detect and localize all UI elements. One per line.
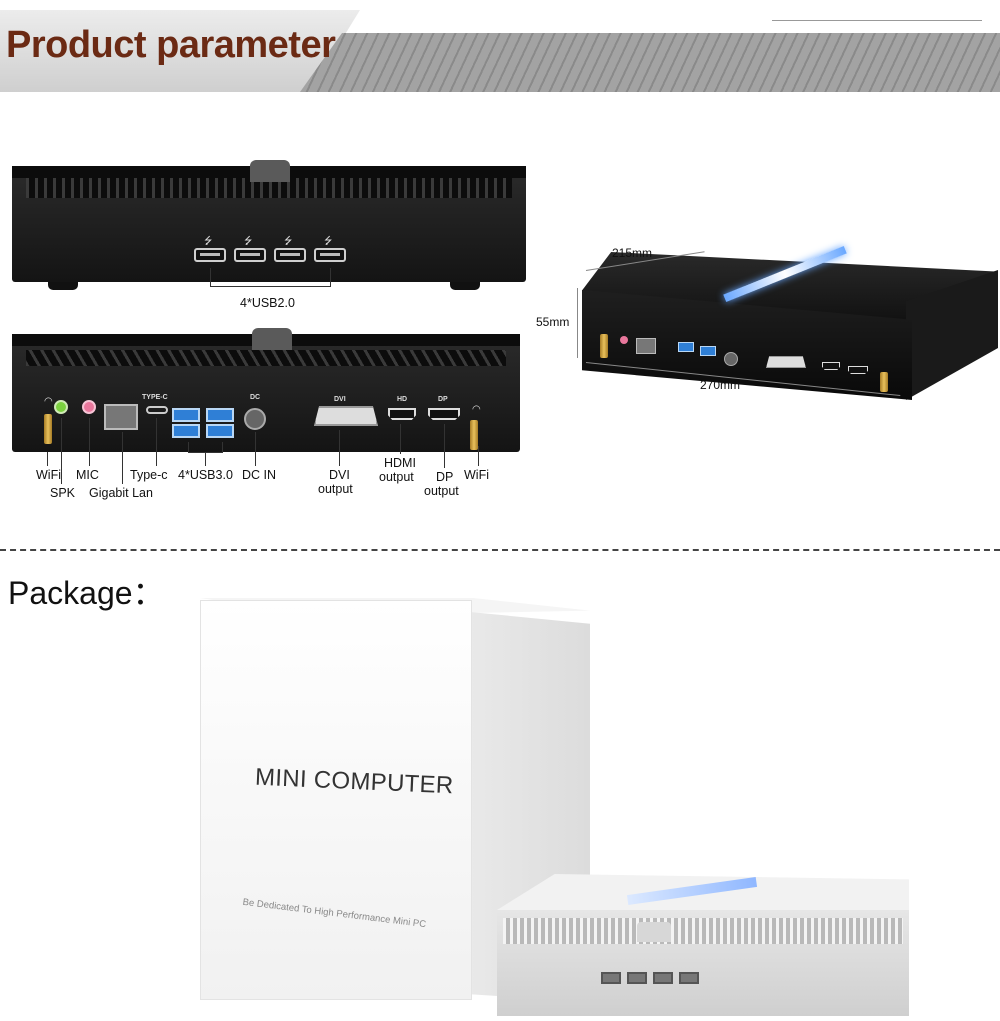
- wifi-icon: ◠: [472, 404, 481, 415]
- wifi-antenna-left: [44, 414, 52, 444]
- usb-icon: ⭍: [204, 236, 213, 247]
- banner-stripes: [300, 33, 1000, 92]
- rear-bump: [252, 328, 292, 350]
- package-title: Package：: [8, 575, 165, 611]
- lan-port: [104, 404, 138, 430]
- white-pc-usb-port: [627, 972, 647, 984]
- usb3-label: 4*USB3.0: [178, 468, 233, 482]
- section-divider: [0, 549, 1000, 551]
- usb-icon: ⭍: [284, 236, 293, 247]
- wifi-antenna-right: [470, 420, 478, 450]
- typec-label: Type-c: [130, 468, 168, 482]
- hd-marking: HD: [397, 396, 408, 403]
- usb3-port-3: [206, 408, 234, 422]
- iso-hdmi-port: [822, 362, 840, 370]
- white-pc-usb-port: [679, 972, 699, 984]
- front-bump: [250, 160, 290, 182]
- dc-jack: [244, 408, 266, 430]
- usb-icon: ⭍: [324, 236, 333, 247]
- dvi-marking: DVI: [334, 396, 346, 403]
- iso-antenna-right: [880, 372, 888, 392]
- front-vents: [26, 178, 512, 198]
- wifi-right-label: WiFi: [464, 468, 489, 482]
- banner-rule: [772, 20, 982, 21]
- dvi-output-label: output: [318, 482, 353, 496]
- dp-marking: DP: [438, 396, 448, 403]
- wifi-left-label: WiFi: [36, 468, 61, 482]
- rear-vents: [26, 350, 506, 366]
- iso-dc-jack: [724, 352, 738, 366]
- usb2-port-2: [234, 248, 266, 262]
- usb3-port-1: [172, 408, 200, 422]
- usb2-label: 4*USB2.0: [240, 296, 295, 310]
- dc-in-label: DC IN: [242, 468, 277, 482]
- spk-jack: [54, 400, 68, 414]
- spk-label: SPK: [50, 486, 76, 500]
- iso-antenna-left: [600, 334, 608, 358]
- iso-jack: [620, 336, 628, 344]
- typec-port: [146, 406, 168, 414]
- iso-lan-port: [636, 338, 656, 354]
- dvi-label: DVI: [329, 468, 350, 482]
- dvi-port: [314, 406, 378, 426]
- dp-label: DP: [436, 470, 454, 484]
- banner-plate: [0, 10, 360, 92]
- iso-dvi-port: [766, 356, 806, 368]
- iso-usb3-port: [700, 346, 716, 356]
- mic-jack: [82, 400, 96, 414]
- hdmi-port: [388, 408, 416, 420]
- package-box-front: [200, 600, 472, 1000]
- typec-marking: TYPE-C: [142, 394, 168, 401]
- mic-label: MIC: [76, 468, 99, 482]
- white-pc-usb-port: [653, 972, 673, 984]
- usb2-port-1: [194, 248, 226, 262]
- depth-dimension: 215mm: [612, 246, 653, 260]
- usb2-port-4: [314, 248, 346, 262]
- usb2-port-3: [274, 248, 306, 262]
- wifi-icon: ◠: [44, 396, 53, 407]
- height-dimension: 55mm: [536, 315, 570, 329]
- iso-usb3-port: [678, 342, 694, 352]
- usb-icon: ⭍: [244, 236, 253, 247]
- white-pc-vents: [503, 918, 903, 944]
- dp-port: [428, 408, 460, 420]
- rear-panel-device: TYPE-C DC DVI HD DP ◠ ◠: [12, 328, 520, 452]
- width-dimension: 270mm: [700, 378, 741, 392]
- iso-dp-port: [848, 366, 868, 374]
- hdmi-label: HDMI: [384, 456, 416, 470]
- page-title: Product parameter: [6, 24, 336, 66]
- usb3-port-4: [206, 424, 234, 438]
- dp-output-label: output: [424, 484, 459, 498]
- gigabit-lan-label: Gigabit Lan: [89, 486, 153, 500]
- white-pc-usb-port: [601, 972, 621, 984]
- hdmi-output-label: output: [379, 470, 414, 484]
- foot: [48, 282, 78, 290]
- usb3-port-2: [172, 424, 200, 438]
- white-pc-bump: [637, 922, 671, 942]
- white-mini-pc: [497, 874, 909, 1016]
- header-banner: Product parameter: [0, 0, 1000, 92]
- front-panel-device: ⭍ ⭍ ⭍ ⭍: [12, 160, 526, 282]
- dc-marking: DC: [250, 394, 261, 401]
- foot: [450, 282, 480, 290]
